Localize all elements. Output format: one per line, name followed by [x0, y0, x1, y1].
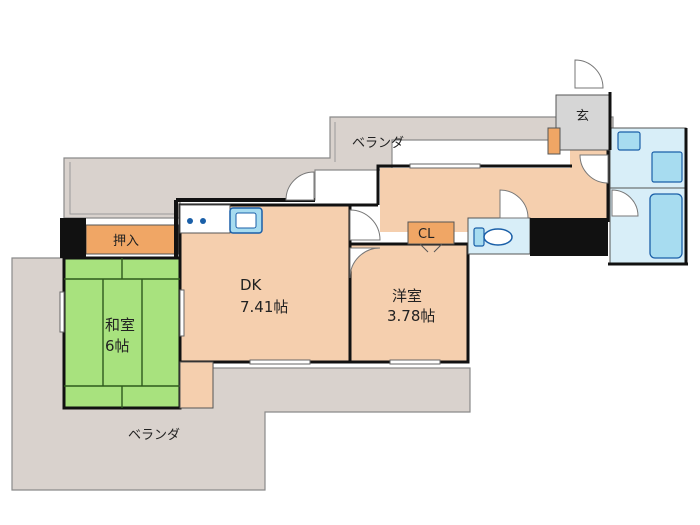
bathtub-icon	[649, 193, 683, 259]
door-swing	[349, 247, 381, 279]
veranda-top-label: ベランダ	[352, 136, 404, 151]
youshitsu-name-label: 洋室	[392, 287, 422, 305]
door-swing	[349, 209, 381, 241]
washitsu-room	[62, 256, 182, 410]
dk-name-label: DK	[240, 276, 263, 294]
hallway-floor	[380, 150, 608, 232]
youshitsu-room	[348, 242, 470, 364]
washing-machine-icon	[651, 151, 683, 183]
entrance-door-swing	[574, 59, 604, 89]
washitsu-name-label: 和室	[105, 316, 135, 334]
cl-label: CL	[418, 227, 435, 242]
windows	[59, 163, 481, 365]
cl-closet	[407, 221, 455, 245]
door-swing	[579, 154, 609, 184]
door-swing	[611, 189, 639, 217]
veranda-bottom-label: ベランダ	[128, 428, 180, 443]
entrance-label: 玄	[576, 109, 589, 124]
stove-burner-icon	[200, 218, 206, 224]
oshiire-label: 押入	[113, 234, 139, 249]
door-swing	[285, 171, 315, 201]
youshitsu-size-label: 3.78帖	[387, 307, 435, 325]
dk-size-label: 7.41帖	[240, 298, 288, 316]
tatami-mats	[64, 258, 180, 408]
stove-burner-icon	[187, 218, 193, 224]
toilet-icon	[483, 228, 513, 246]
washitsu-size-label: 6帖	[105, 337, 130, 355]
washbasin-icon	[617, 131, 641, 151]
door-swing	[499, 189, 529, 219]
